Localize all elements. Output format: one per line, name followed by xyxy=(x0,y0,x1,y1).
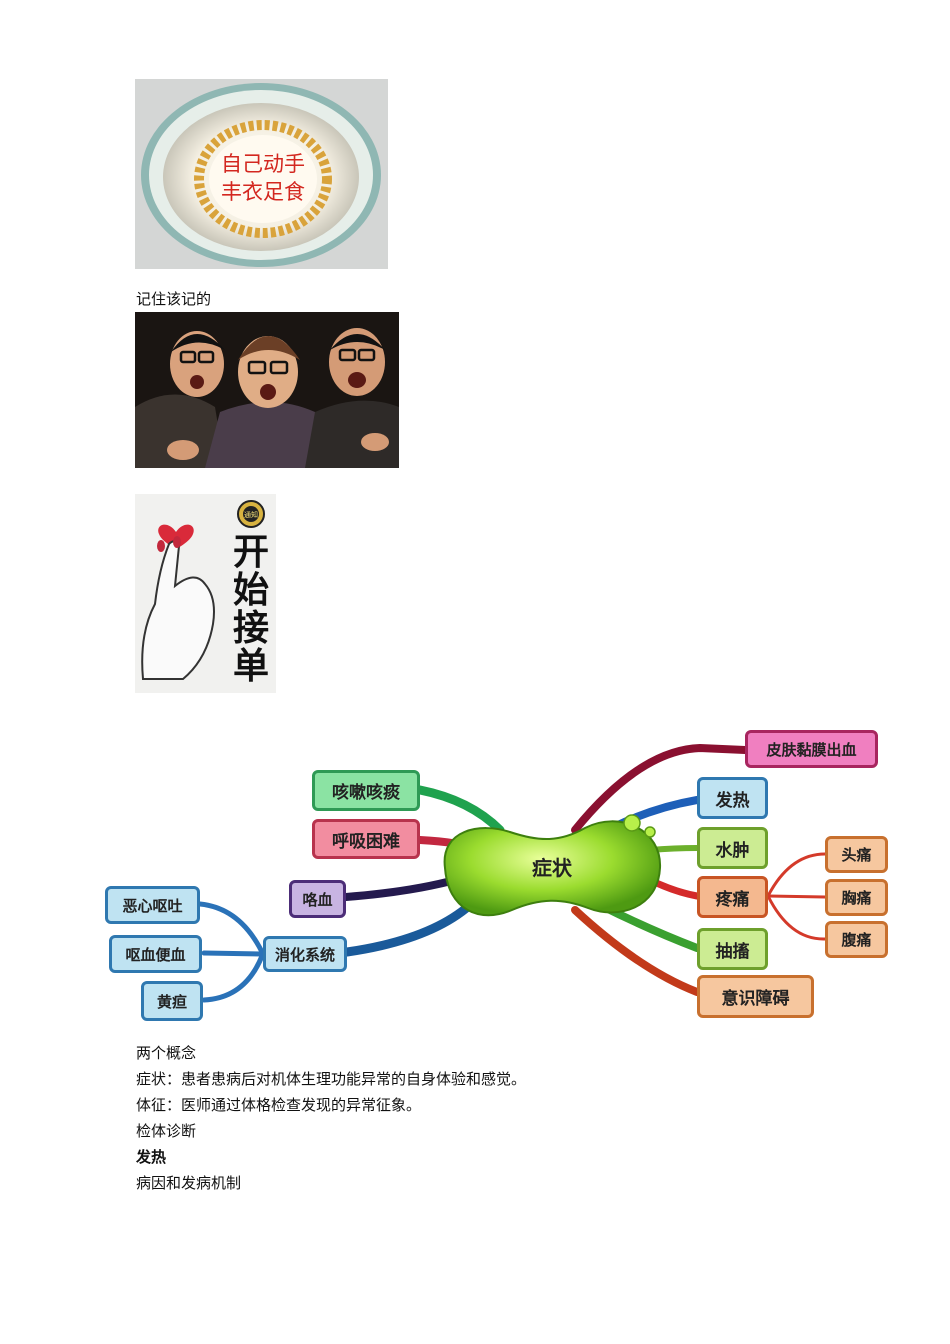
fever-heading: 发热 xyxy=(136,1148,167,1166)
sticker-char-4: 单 xyxy=(233,645,269,687)
node-edema: 水肿 xyxy=(697,827,768,869)
node-headache: 头痛 xyxy=(825,836,888,873)
bowl-image: 自己动手 丰衣足食 xyxy=(135,79,388,269)
symptom-mindmap: 症状 咳嗽咳痰 呼吸困难 咯血 消化系统 恶心呕吐 呕血便血 黄疸 皮肤黏膜出血… xyxy=(0,720,950,1040)
physical-exam-heading: 检体诊断 xyxy=(136,1122,197,1140)
node-dyspnea: 呼吸困难 xyxy=(312,819,420,859)
node-cough: 咳嗽咳痰 xyxy=(312,770,420,811)
caption-remember: 记住该记的 xyxy=(136,290,212,308)
node-abdominal-pain: 腹痛 xyxy=(825,921,888,958)
node-digestive: 消化系统 xyxy=(263,936,347,972)
sticker-char-2: 始 xyxy=(233,569,269,611)
node-jaundice: 黄疸 xyxy=(141,981,203,1021)
node-consciousness: 意识障碍 xyxy=(697,975,814,1018)
three-men-photo xyxy=(135,312,399,468)
node-hemoptysis: 咯血 xyxy=(289,880,346,918)
sign-definition: 体征：医师通过体格检查发现的异常征象。 xyxy=(136,1096,422,1114)
bowl-text-line1: 自己动手 xyxy=(221,152,305,176)
node-chest-pain: 胸痛 xyxy=(825,879,888,916)
node-fever: 发热 xyxy=(697,777,768,819)
node-nausea: 恶心呕吐 xyxy=(105,886,200,924)
start-order-sticker: 通知 开 始 接 单 xyxy=(135,494,276,693)
mindmap-center: 症状 xyxy=(532,856,573,880)
symptom-definition: 症状：患者患病后对机体生理功能异常的自身体验和感觉。 xyxy=(136,1070,527,1088)
sticker-char-3: 接 xyxy=(233,607,269,649)
node-pain: 疼痛 xyxy=(697,876,768,918)
two-concepts: 两个概念 xyxy=(136,1044,197,1062)
etiology-heading: 病因和发病机制 xyxy=(136,1174,242,1192)
node-skin-bleeding: 皮肤黏膜出血 xyxy=(745,730,878,768)
badge-text: 通知 xyxy=(244,510,258,519)
sticker-char-1: 开 xyxy=(233,531,269,573)
node-hematemesis: 呕血便血 xyxy=(109,935,202,973)
node-convulsion: 抽搐 xyxy=(697,928,768,970)
bowl-text-line2: 丰衣足食 xyxy=(221,180,305,204)
